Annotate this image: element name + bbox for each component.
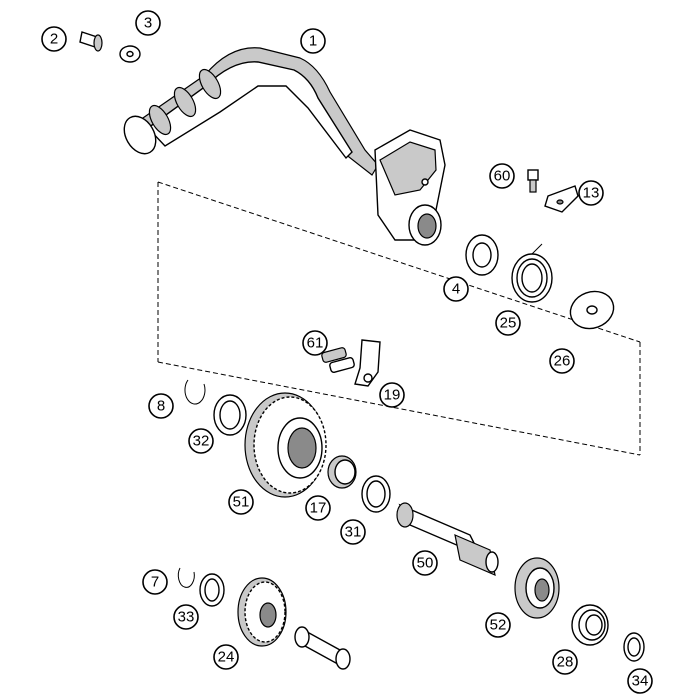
callout-34: 34 [627, 668, 653, 694]
circlip-part-7 [177, 567, 195, 588]
washer-part-33 [199, 573, 225, 607]
callout-7-text: 7 [151, 574, 159, 591]
callout-50-text: 50 [417, 555, 434, 572]
callout-26: 26 [549, 348, 575, 374]
callout-50: 50 [412, 550, 438, 576]
washer-part-4 [465, 234, 499, 276]
kick-starter-lever [123, 47, 446, 246]
callout-28-text: 28 [557, 654, 574, 671]
circlip-part-8 [184, 379, 206, 405]
callout-34-text: 34 [632, 673, 649, 690]
callout-8: 8 [148, 393, 174, 419]
callout-13-text: 13 [583, 185, 600, 202]
callout-33: 33 [173, 604, 199, 630]
washer-part-32 [213, 394, 247, 436]
callout-1: 1 [300, 28, 326, 54]
callout-1-text: 1 [309, 33, 317, 50]
callout-2: 2 [41, 26, 67, 52]
gear-part-51 [244, 392, 327, 498]
callout-2-text: 2 [50, 31, 58, 48]
washer-part-3 [119, 45, 141, 63]
callout-13: 13 [578, 180, 604, 206]
callout-24-text: 24 [218, 649, 235, 666]
link-part-61 [321, 347, 355, 373]
ratchet-gear-part-52 [514, 557, 560, 619]
assembly-outline-top [157, 181, 641, 343]
callout-17-text: 17 [310, 500, 327, 517]
washer-part-31 [361, 475, 391, 513]
callout-51: 51 [228, 489, 254, 515]
callout-52: 52 [485, 612, 511, 638]
callout-25: 25 [495, 310, 521, 336]
bearing-part-17 [327, 455, 357, 489]
callout-60-text: 60 [494, 168, 511, 185]
callout-26-text: 26 [554, 353, 571, 370]
callout-32: 32 [188, 428, 214, 454]
sleeve-part [294, 626, 351, 670]
callout-31-text: 31 [345, 524, 362, 541]
callout-19-text: 19 [384, 387, 401, 404]
callout-17: 17 [305, 495, 331, 521]
callout-52-text: 52 [490, 617, 507, 634]
callout-25-text: 25 [500, 315, 517, 332]
bracket-part-13 [544, 185, 579, 213]
screw-part-60 [527, 169, 539, 193]
callout-61: 61 [302, 330, 328, 356]
callout-4-text: 4 [452, 281, 460, 298]
washer-part-26 [569, 290, 615, 330]
callout-3: 3 [135, 10, 161, 36]
callout-31: 31 [340, 519, 366, 545]
spring-part-25 [511, 243, 553, 303]
ratchet-part-19 [354, 339, 381, 387]
callout-28: 28 [552, 649, 578, 675]
callout-3-text: 3 [144, 15, 152, 32]
callout-51-text: 51 [233, 494, 250, 511]
callout-32-text: 32 [193, 433, 210, 450]
callout-24: 24 [213, 644, 239, 670]
washer-part-34 [623, 632, 645, 662]
callout-4: 4 [443, 276, 469, 302]
callout-8-text: 8 [157, 398, 165, 415]
callout-19: 19 [379, 382, 405, 408]
gear-part-24 [237, 577, 287, 647]
pin-part [79, 31, 103, 52]
spring-part-28 [571, 604, 609, 646]
callout-61-text: 61 [307, 335, 324, 352]
callout-7: 7 [142, 569, 168, 595]
callout-33-text: 33 [178, 609, 195, 626]
assembly-outline-bottom [157, 361, 641, 456]
shaft-part-50 [396, 502, 499, 577]
callout-60: 60 [489, 163, 515, 189]
